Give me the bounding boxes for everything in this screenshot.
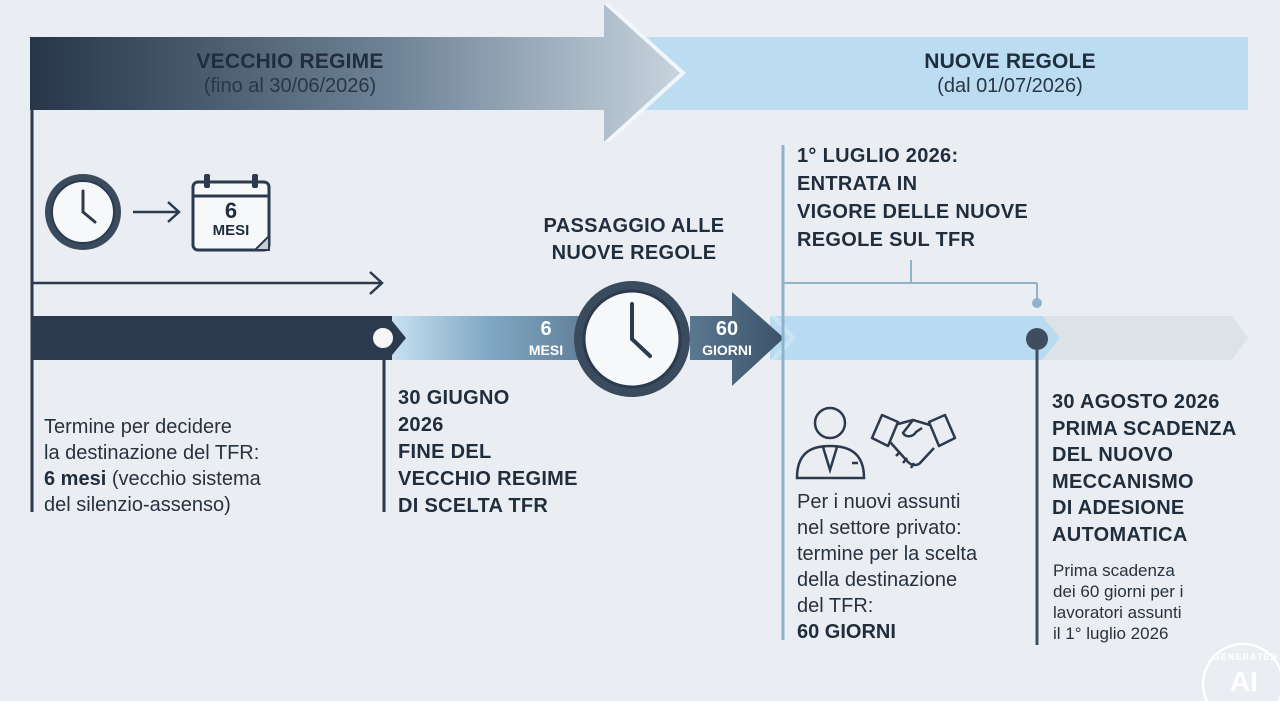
new-hires-line5: del TFR: bbox=[797, 595, 874, 617]
new-hires-line2: nel settore privato: bbox=[797, 517, 962, 539]
july-event-line4: REGOLE SUL TFR bbox=[797, 229, 976, 251]
old-rule-line2: la destinazione del TFR: bbox=[44, 442, 260, 464]
clock-icon bbox=[45, 174, 121, 250]
timeline-blue-bar bbox=[770, 316, 1042, 360]
june-event: 30 GIUGNO 2026 FINE DEL VECCHIO REGIME D… bbox=[398, 385, 618, 520]
person-icon bbox=[795, 406, 866, 480]
august-event-line5: DI ADESIONE bbox=[1052, 497, 1185, 519]
old-rule-line3: 6 mesi (vecchio sistema bbox=[44, 466, 374, 492]
old-rule-duration: 6 mesi bbox=[44, 468, 107, 490]
july-event-date: 1° LUGLIO 2026: bbox=[797, 145, 959, 167]
timeline-blue-tip bbox=[1042, 316, 1060, 360]
arrow-right-icon bbox=[133, 201, 181, 223]
june-event-line3: FINE DEL bbox=[398, 441, 492, 463]
calendar-icon bbox=[191, 174, 271, 252]
august-marker bbox=[1026, 328, 1048, 350]
timeline-months-number: 6 bbox=[540, 318, 552, 340]
july-event-line3: VIGORE DELLE NUOVE bbox=[797, 201, 1028, 223]
august-event-line6: AUTOMATICA bbox=[1052, 523, 1188, 546]
june-event-year: 2026 bbox=[398, 414, 444, 436]
duration-arrow-head bbox=[369, 271, 384, 295]
new-hires-line1: Per i nuovi assunti bbox=[797, 491, 961, 513]
august-event-line3: DEL NUOVO bbox=[1052, 444, 1174, 466]
new-rules-subtitle: (dal 01/07/2026) bbox=[937, 75, 1083, 97]
june-event-date: 30 GIUGNO bbox=[398, 387, 510, 409]
new-hires-line4: della destinazione bbox=[797, 569, 958, 591]
badge-ai-text: AI bbox=[1230, 666, 1258, 697]
july-event-line2: ENTRATA IN bbox=[797, 173, 918, 195]
june-event-line4: VECCHIO REGIME bbox=[398, 468, 578, 490]
old-regime-subtitle: (fino al 30/06/2026) bbox=[203, 75, 377, 97]
august-event-date: 30 AGOSTO 2026 bbox=[1052, 391, 1220, 413]
timeline-days-unit: GIORNI bbox=[702, 342, 752, 358]
old-rule-text: Termine per decidere la destinazione del… bbox=[44, 414, 374, 518]
timeline-days-number: 60 bbox=[715, 318, 739, 340]
handshake-icon bbox=[870, 413, 957, 469]
new-hires-text: Per i nuovi assunti nel settore privato:… bbox=[797, 489, 1029, 645]
august-note-line4: il 1° luglio 2026 bbox=[1053, 624, 1169, 643]
august-note-line2: dei 60 giorni per i bbox=[1053, 582, 1184, 601]
august-event: 30 AGOSTO 2026 PRIMA SCADENZA DEL NUOVO … bbox=[1052, 389, 1272, 548]
july-connector-dot bbox=[1032, 298, 1042, 308]
ai-generated-badge bbox=[1201, 642, 1280, 701]
badge-generated-text: GENERATED bbox=[1213, 652, 1278, 662]
new-hires-line3: termine per la scelta bbox=[797, 543, 978, 565]
august-note-line1: Prima scadenza bbox=[1053, 561, 1175, 580]
transition-title-line1: PASSAGGIO ALLE bbox=[543, 215, 725, 237]
transition-clock-minute-hand bbox=[630, 337, 652, 358]
timeline-transition-bar bbox=[390, 316, 592, 360]
old-rule-line3-rest: (vecchio sistema bbox=[106, 468, 261, 490]
new-rules-band bbox=[620, 37, 1248, 110]
august-event-line4: MECCANISMO bbox=[1052, 470, 1194, 493]
calendar-unit: MESI bbox=[212, 222, 250, 239]
timeline-old-bar bbox=[32, 316, 392, 360]
old-regime-title: VECCHIO REGIME bbox=[196, 50, 384, 73]
june-event-line5: DI SCELTA TFR bbox=[398, 495, 549, 517]
days-arrow bbox=[690, 292, 784, 386]
timeline-months-unit: MESI bbox=[528, 342, 564, 358]
timeline-old-tip bbox=[388, 316, 406, 360]
old-rule-line4: del silenzio-assenso) bbox=[44, 494, 231, 516]
june-marker bbox=[371, 326, 395, 350]
august-note: Prima scadenza dei 60 giorni per i lavor… bbox=[1053, 560, 1243, 644]
old-rule-line1: Termine per decidere bbox=[44, 416, 232, 438]
old-regime-arrow bbox=[30, 4, 680, 142]
august-event-line2: PRIMA SCADENZA bbox=[1052, 417, 1237, 440]
new-rules-title: NUOVE REGOLE bbox=[924, 50, 1096, 73]
timeline-grey-tip bbox=[1232, 316, 1248, 360]
calendar-number: 6 bbox=[224, 198, 238, 223]
transition-title-line2: NUOVE REGOLE bbox=[551, 242, 717, 264]
timeline-grey-bar bbox=[1040, 316, 1232, 360]
august-note-line3: lavoratori assunti bbox=[1053, 603, 1182, 622]
new-hires-deadline: 60 GIORNI bbox=[797, 621, 896, 643]
july-event: 1° LUGLIO 2026: ENTRATA IN VIGORE DELLE … bbox=[797, 142, 1087, 254]
